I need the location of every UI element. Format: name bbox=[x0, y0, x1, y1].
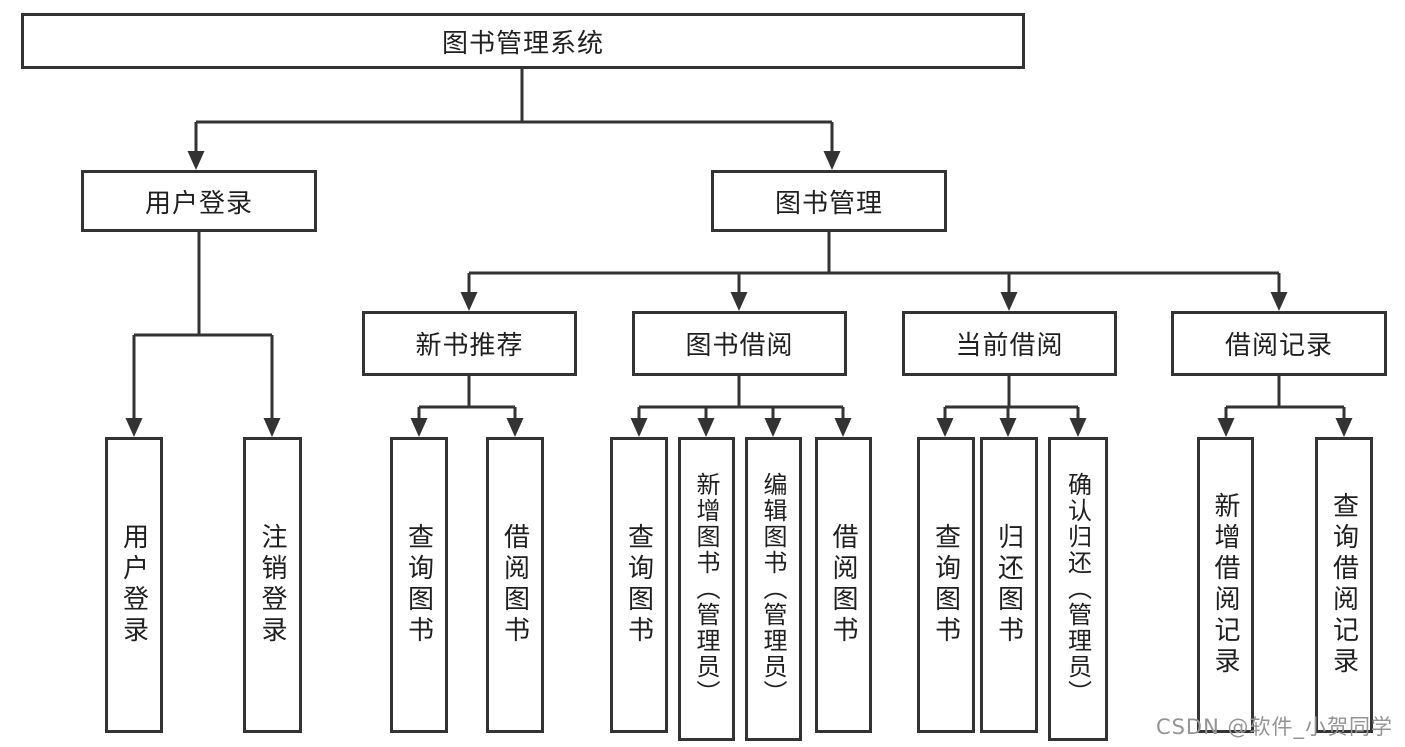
leaf-query-books-recommend: 查询图书 bbox=[390, 437, 448, 733]
leaf-query-books-current: 查询图书 bbox=[917, 437, 975, 733]
node-new-book-recommend: 新书推荐 bbox=[362, 311, 577, 376]
watermark: CSDN @软件_小贺同学 bbox=[1155, 715, 1393, 739]
leaf-borrow-books-borrowing: 借阅图书 bbox=[815, 437, 872, 733]
node-user-login: 用户登录 bbox=[81, 170, 317, 232]
node-book-borrowing: 图书借阅 bbox=[632, 311, 847, 376]
node-current-borrowing: 当前借阅 bbox=[902, 311, 1117, 376]
node-book-management: 图书管理 bbox=[711, 170, 947, 232]
node-root: 图书管理系统 bbox=[21, 13, 1025, 69]
leaf-query-books-borrowing: 查询图书 bbox=[610, 437, 668, 733]
leaf-query-borrow-record: 查询借阅记录 bbox=[1315, 437, 1373, 733]
leaf-return-books: 归还图书 bbox=[980, 437, 1038, 733]
leaf-user-login: 用户登录 bbox=[105, 437, 163, 733]
leaf-logout: 注销登录 bbox=[243, 437, 302, 733]
leaf-add-borrow-record: 新增借阅记录 bbox=[1197, 437, 1254, 733]
leaf-confirm-return-admin: 确认归还（管理员） bbox=[1048, 437, 1108, 741]
leaf-borrow-books-recommend: 借阅图书 bbox=[486, 437, 544, 733]
node-borrowing-records: 借阅记录 bbox=[1171, 311, 1387, 376]
leaf-add-book-admin: 新增图书（管理员） bbox=[678, 437, 735, 741]
leaf-edit-book-admin: 编辑图书（管理员） bbox=[745, 437, 802, 741]
